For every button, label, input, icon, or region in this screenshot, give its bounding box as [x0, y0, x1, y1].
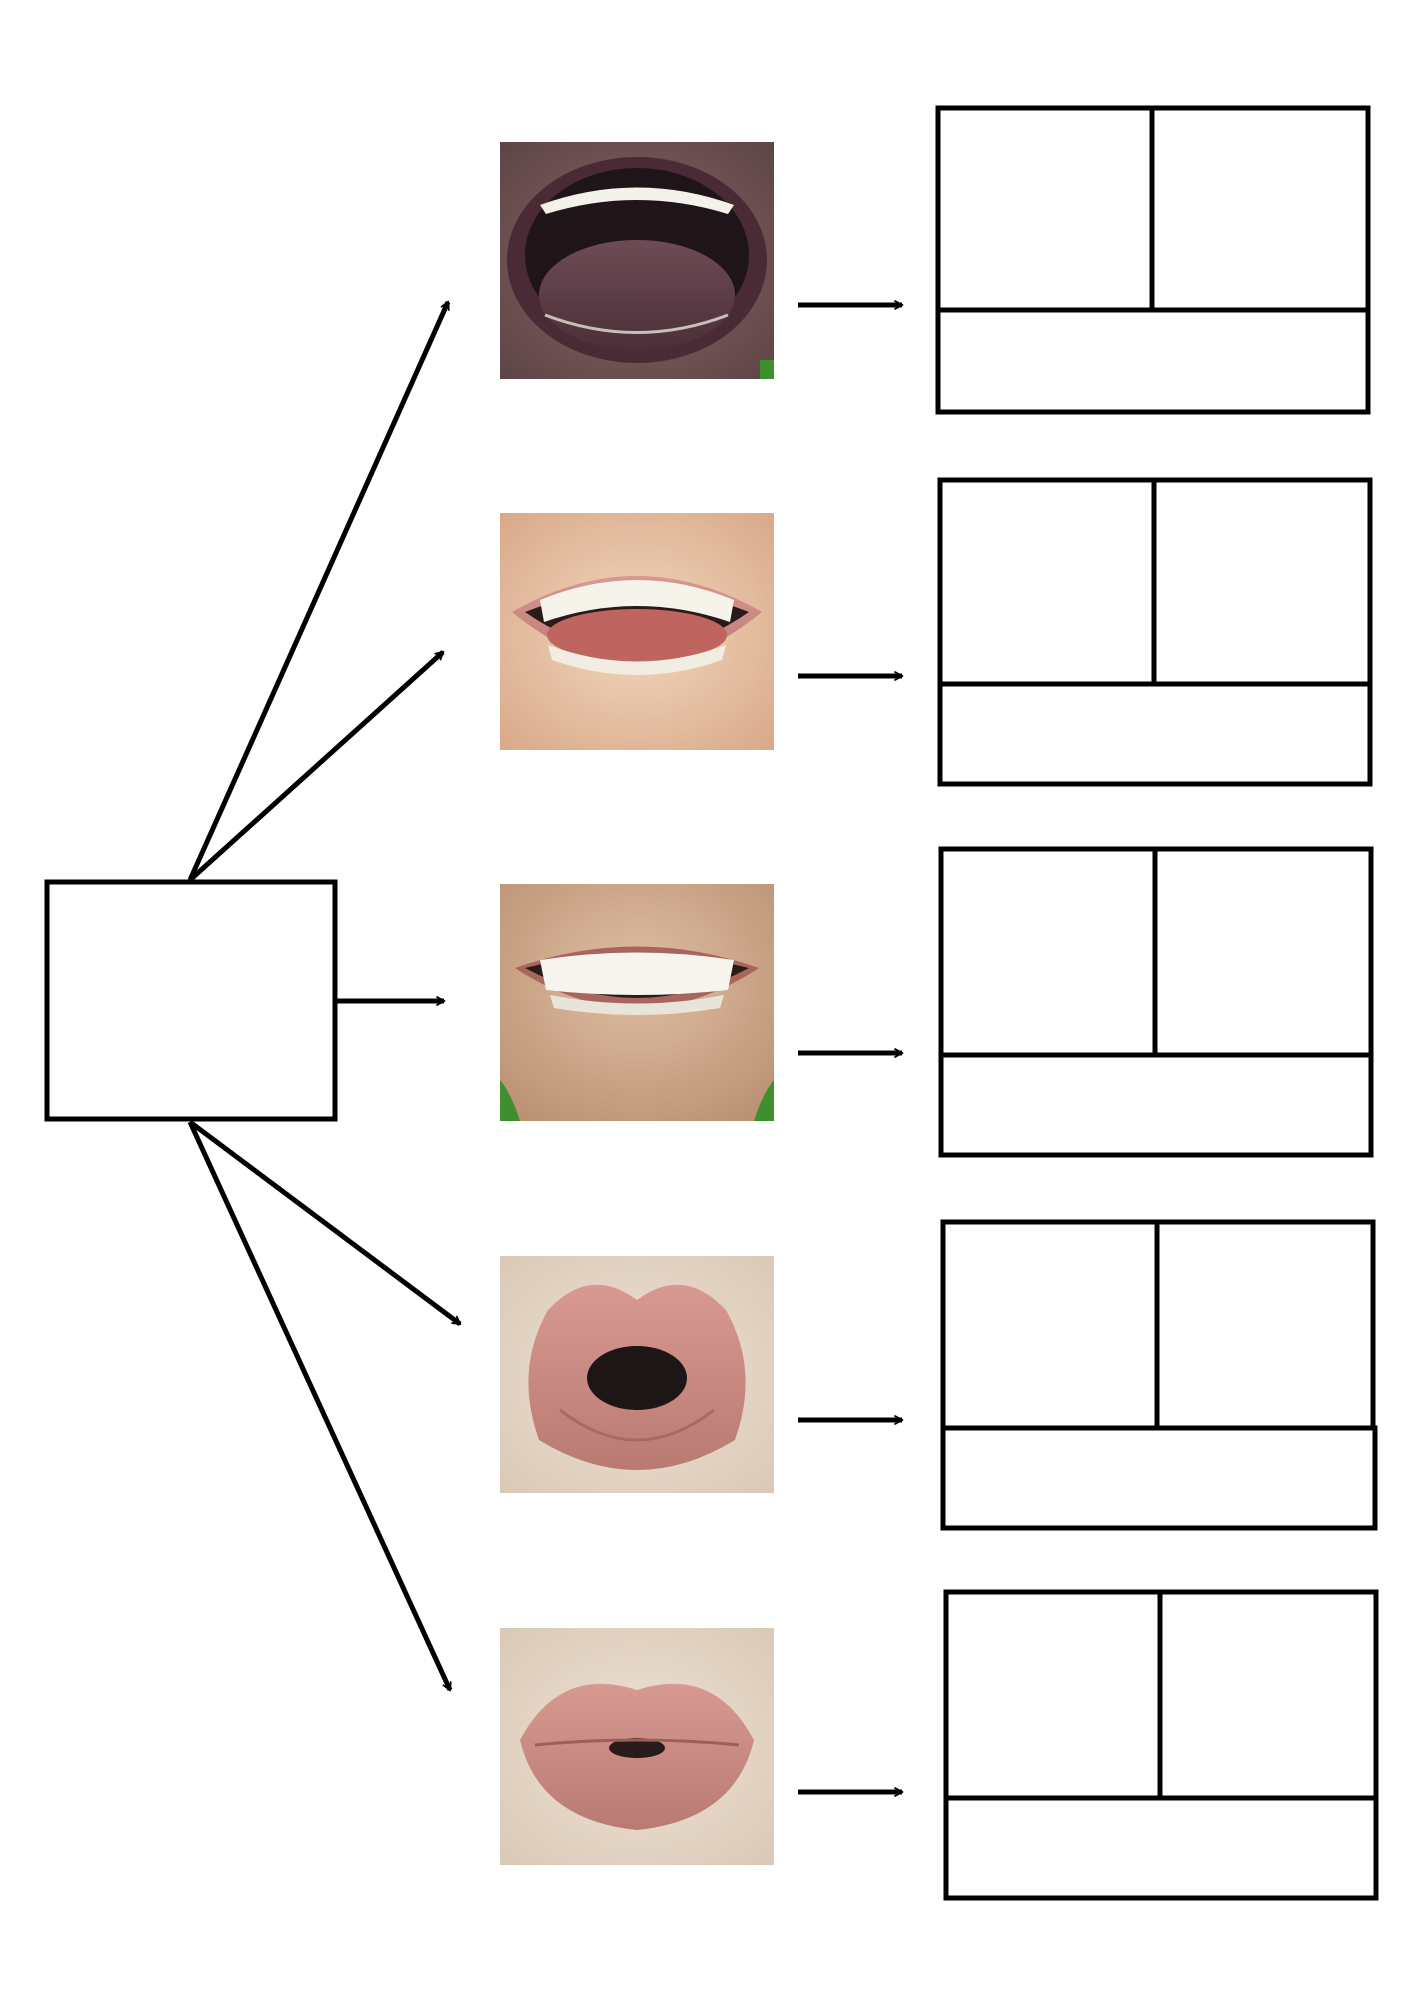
answer-box-3[interactable]	[938, 846, 1374, 1158]
answer-cell-top-left[interactable]	[943, 1589, 1163, 1801]
answer-cell-bottom[interactable]	[940, 1425, 1378, 1531]
arrow-to-image-5	[187, 1120, 453, 1692]
answer-cell-top-right[interactable]	[1154, 1219, 1376, 1431]
answer-cell-top-left[interactable]	[937, 477, 1157, 687]
answer-cell-bottom[interactable]	[935, 307, 1371, 415]
fan-arrows	[187, 300, 462, 1692]
source-box[interactable]	[44, 879, 338, 1122]
answer-cell-top-left[interactable]	[940, 1219, 1160, 1431]
mouth-image-3	[500, 884, 774, 1121]
answer-cell-top-right[interactable]	[1157, 1589, 1379, 1801]
arrow-to-image-2	[188, 650, 445, 882]
answer-box-4[interactable]	[940, 1219, 1378, 1531]
answer-cell-top-left[interactable]	[938, 846, 1158, 1058]
mouth-image-1	[500, 142, 774, 379]
mouth-image-4	[500, 1256, 774, 1493]
answer-box-5[interactable]	[943, 1589, 1379, 1901]
answer-cell-top-right[interactable]	[1152, 846, 1374, 1058]
mouth-image-2	[500, 513, 774, 750]
answer-cell-bottom[interactable]	[943, 1795, 1379, 1901]
answer-cell-top-left[interactable]	[935, 105, 1155, 313]
answer-box-1[interactable]	[935, 105, 1371, 415]
answer-cell-bottom[interactable]	[938, 1052, 1374, 1158]
answer-cell-top-right[interactable]	[1151, 477, 1373, 687]
mouth-image-5	[500, 1628, 774, 1865]
answer-cell-top-right[interactable]	[1149, 105, 1371, 313]
arrow-to-image-1	[187, 300, 451, 882]
arrow-to-image-4	[188, 1119, 462, 1327]
answer-box-2[interactable]	[937, 477, 1373, 787]
answer-cell-bottom[interactable]	[937, 681, 1373, 787]
